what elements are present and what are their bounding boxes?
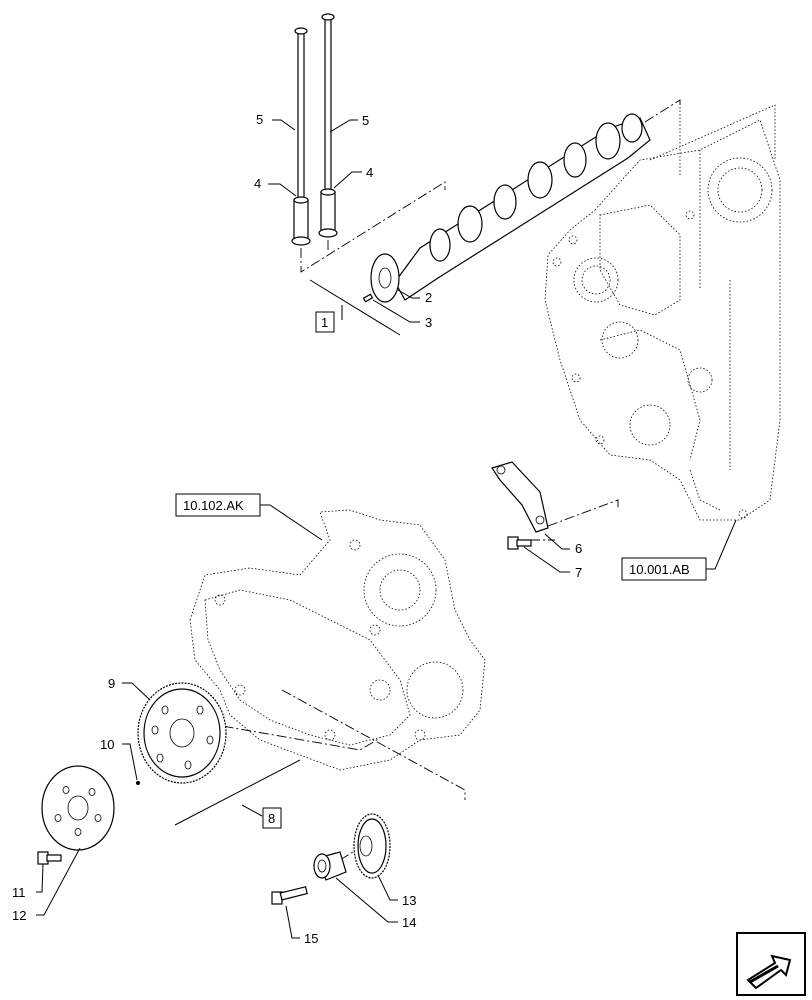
idler-hub (313, 851, 347, 881)
idler-bolt (271, 886, 308, 905)
callout-6: 6 (575, 541, 582, 556)
tappet-left (291, 196, 311, 246)
group-bracket-8 (174, 759, 301, 826)
reference-cylinder-block-link[interactable]: 10.001.AB (621, 557, 707, 581)
direction-arrow-icon[interactable] (736, 932, 806, 996)
callout-4-right: 4 (366, 165, 373, 180)
idler-gear (353, 813, 391, 879)
callout-14: 14 (402, 915, 416, 930)
callout-9: 9 (108, 676, 115, 691)
callout-5-right: 5 (362, 113, 369, 128)
callout-12: 12 (12, 908, 26, 923)
reference-gear-cover-link[interactable]: 10.102.AK (175, 493, 261, 517)
bracket-bolt (507, 536, 532, 550)
tappet-right (318, 188, 338, 238)
svg-text:10.102.AK: 10.102.AK (183, 498, 244, 513)
callout-2: 2 (425, 290, 432, 305)
callout-3: 3 (425, 315, 432, 330)
callout-15: 15 (304, 931, 318, 946)
callout-7: 7 (575, 565, 582, 580)
svg-text:8: 8 (268, 811, 275, 826)
callout-10: 10 (100, 737, 114, 752)
pushrod-left (294, 27, 308, 221)
svg-text:10.001.AB: 10.001.AB (629, 562, 690, 577)
svg-text:1: 1 (321, 315, 328, 330)
camshaft-gear (137, 682, 227, 784)
pushrod-right (321, 13, 335, 213)
callout-13: 13 (402, 893, 416, 908)
thrust-plate-bolt (37, 851, 62, 865)
callout-box-8: 8 (262, 807, 282, 829)
bracket (491, 461, 549, 533)
woodruff-key (362, 293, 374, 303)
thrust-plate (41, 765, 115, 851)
dowel-pin (136, 781, 140, 785)
callout-box-1: 1 (315, 311, 335, 333)
group-bracket-1 (309, 279, 401, 336)
camshaft (370, 113, 651, 303)
gear-cover-outline (189, 509, 486, 771)
callout-11: 11 (12, 885, 26, 900)
callout-4-left: 4 (254, 176, 261, 191)
cylinder-block-outline (544, 100, 781, 521)
callout-5-left: 5 (256, 112, 263, 127)
